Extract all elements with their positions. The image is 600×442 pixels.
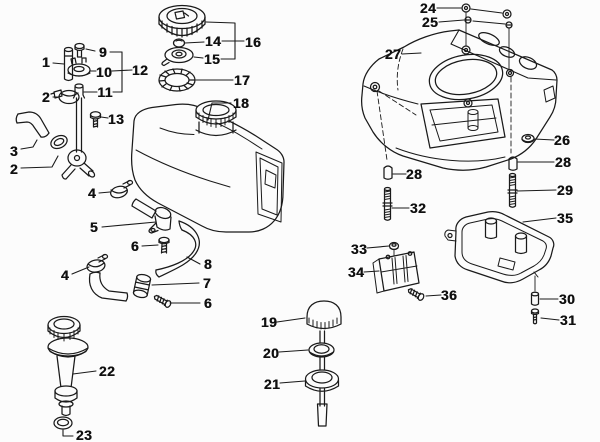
part-number-21: 21 <box>263 376 281 392</box>
part-number-20: 20 <box>262 345 280 361</box>
part-19-21-dipstick <box>304 300 342 427</box>
part-32-stud <box>382 186 393 221</box>
part-number-24: 24 <box>419 0 437 16</box>
part-28-cap-left <box>383 165 393 180</box>
part-27-engine-cover <box>361 29 558 171</box>
part-number-31: 31 <box>559 312 577 328</box>
part-17-gasket <box>158 68 196 92</box>
lower-elbow-hose <box>88 271 129 302</box>
part-number-18: 18 <box>232 95 250 111</box>
part-number-9: 9 <box>98 44 108 60</box>
part-6-bolt-upper <box>158 236 170 254</box>
part-number-12: 12 <box>131 62 149 78</box>
part-15-valve <box>161 46 194 67</box>
part-number-6: 6 <box>203 295 213 311</box>
part-number-28: 28 <box>405 166 423 182</box>
part-number-19: 19 <box>260 314 278 330</box>
part-number-13: 13 <box>107 111 125 127</box>
part-number-22: 22 <box>98 363 116 379</box>
part-8-hose <box>155 220 200 278</box>
part-number-17: 17 <box>233 72 251 88</box>
part-number-32: 32 <box>409 200 427 216</box>
part-number-23: 23 <box>75 427 93 442</box>
part-number-25: 25 <box>421 14 439 30</box>
part-16-fuel-cap <box>158 4 206 38</box>
part-number-1: 1 <box>41 54 51 70</box>
part-2-hose-clamp-upper <box>50 89 80 105</box>
part-number-29: 29 <box>556 182 574 198</box>
part-number-2: 2 <box>9 161 19 177</box>
part-7-connector <box>132 273 152 299</box>
part-number-7: 7 <box>202 275 212 291</box>
part-18-fuel-tank <box>131 100 285 233</box>
part-number-5: 5 <box>89 219 99 235</box>
part-number-36: 36 <box>440 287 458 303</box>
part-number-33: 33 <box>350 241 368 257</box>
part-number-4: 4 <box>60 267 70 283</box>
part-number-2: 2 <box>41 89 51 105</box>
part-number-8: 8 <box>203 256 213 272</box>
part-11-fuel-tube <box>72 83 86 153</box>
part-34-bracket <box>372 251 420 294</box>
part-number-30: 30 <box>558 291 576 307</box>
part-number-16: 16 <box>244 34 262 50</box>
part-number-15: 15 <box>203 51 221 67</box>
part-23-o-ring <box>53 416 73 430</box>
part-36-screw <box>407 288 425 301</box>
part-4-clamp-upper <box>110 179 134 199</box>
part-28-cap-right <box>508 156 518 171</box>
leader-lines <box>20 7 560 437</box>
part-number-28: 28 <box>554 154 572 170</box>
part-number-11: 11 <box>97 84 113 100</box>
part-number-26: 26 <box>553 132 571 148</box>
part-number-27: 27 <box>384 46 402 62</box>
part-number-6: 6 <box>130 238 140 254</box>
part-9-screw <box>74 42 85 58</box>
part-10-float <box>67 57 91 77</box>
alignment-lines <box>376 11 536 292</box>
part-number-35: 35 <box>556 210 574 226</box>
part-24-washers <box>461 3 512 19</box>
part-13-bolt <box>89 111 102 128</box>
part-30-spacer <box>530 291 540 306</box>
part-number-34: 34 <box>347 264 365 280</box>
part-25-screws <box>464 16 513 29</box>
part-6-screw-lower <box>153 294 172 308</box>
part-number-4: 4 <box>87 185 97 201</box>
part-2-fuel-tap <box>50 134 96 180</box>
part-number-14: 14 <box>204 33 222 49</box>
part-3-elbow-hose <box>15 111 50 138</box>
part-number-3: 3 <box>9 143 19 159</box>
part-31-bolt <box>530 308 540 325</box>
part-number-10: 10 <box>95 64 113 80</box>
part-29-stud <box>507 172 518 208</box>
part-22-filler-tube <box>47 315 89 417</box>
part-35-bottom-pan <box>444 211 555 284</box>
